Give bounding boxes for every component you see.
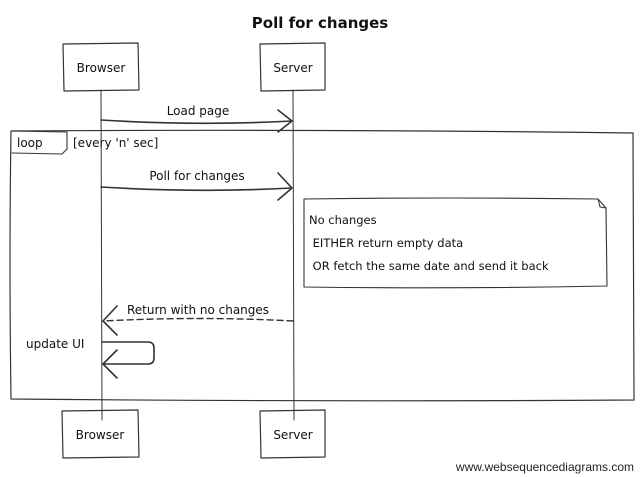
- participant-label: Server: [273, 428, 312, 442]
- watermark: www.websequencediagrams.com: [455, 460, 634, 474]
- message-update-ui[interactable]: update UI: [26, 337, 155, 379]
- note-over-server: No changes EITHER return empty data OR f…: [303, 197, 608, 289]
- message-label: update UI: [26, 337, 84, 351]
- diagram-title: Poll for changes: [252, 14, 389, 32]
- participant-browser-top[interactable]: Browser: [62, 42, 140, 92]
- message-label: Return with no changes: [127, 303, 269, 317]
- loop-frame: loop [every 'n' sec]: [9, 129, 635, 402]
- loop-condition: [every 'n' sec]: [73, 136, 158, 150]
- note-line: No changes: [309, 213, 377, 227]
- message-poll-for-changes[interactable]: Poll for changes: [100, 169, 293, 201]
- note-line: EITHER return empty data: [309, 236, 463, 250]
- participant-browser-bottom[interactable]: Browser: [61, 409, 140, 459]
- message-load-page[interactable]: Load page: [100, 104, 293, 133]
- lifeline-browser: [100, 89, 103, 421]
- participant-label: Browser: [76, 428, 125, 442]
- participant-label: Server: [273, 61, 312, 75]
- participant-label: Browser: [77, 61, 126, 75]
- note-line: OR fetch the same date and send it back: [309, 259, 549, 273]
- lifeline-server: [292, 89, 295, 421]
- participant-server-bottom[interactable]: Server: [259, 409, 326, 459]
- participant-server-top[interactable]: Server: [259, 42, 326, 92]
- message-label: Poll for changes: [149, 169, 244, 183]
- loop-keyword: loop: [17, 136, 43, 150]
- message-label: Load page: [167, 104, 230, 118]
- message-return-with-no-changes[interactable]: Return with no changes: [102, 303, 294, 336]
